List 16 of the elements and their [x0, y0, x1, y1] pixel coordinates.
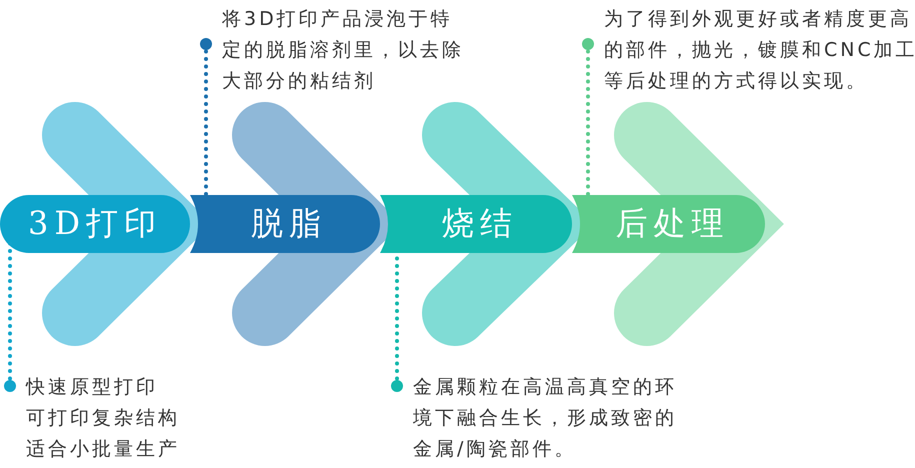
leader-line	[582, 38, 594, 197]
description-text: 为了得到外观更好或者精度更高的部件，抛光，镀膜和CNC加工等后处理的方式得以实现。	[604, 7, 915, 94]
description-text: 可打印复杂结构	[26, 406, 181, 431]
step-pill	[572, 195, 765, 253]
description-text: 将3D打印产品浸泡于特定的脱脂溶剂里，以去除大部分的粘结剂	[222, 7, 465, 94]
step-pill	[380, 195, 572, 253]
step-title: 3D打印	[28, 203, 162, 244]
step-title: 脱脂	[251, 203, 327, 244]
description-text: 金属颗粒在高温高真空的环境下融合生长，形成致密的金属/陶瓷部件。	[413, 375, 678, 462]
step-pill	[190, 195, 380, 253]
leader-line	[200, 38, 212, 197]
step-title: 后处理	[616, 203, 730, 244]
description-text: 快速原型打印	[26, 375, 159, 400]
description-text: 适合小批量生产	[26, 437, 181, 462]
step-title: 烧结	[442, 203, 518, 244]
step-pill	[0, 195, 190, 253]
